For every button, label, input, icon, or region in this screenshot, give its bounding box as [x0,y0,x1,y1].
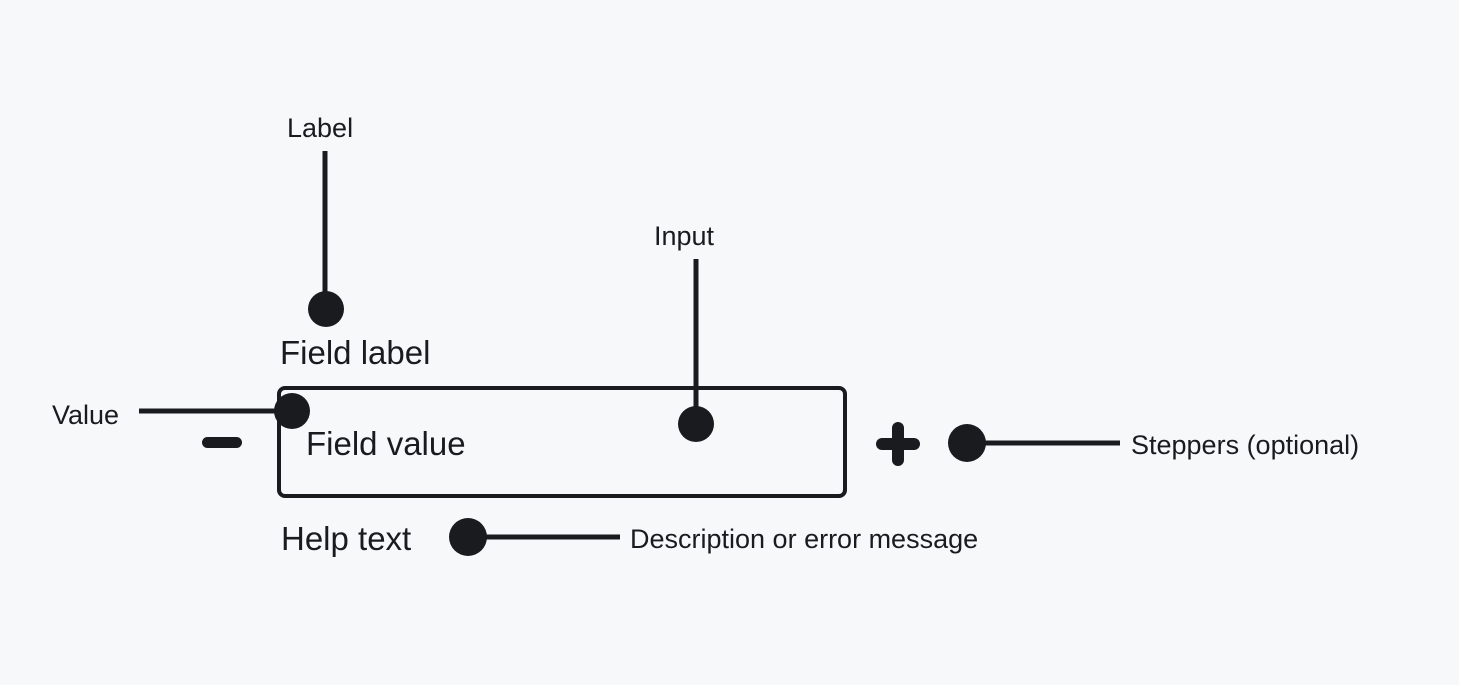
anchor-dot-steppers [948,424,986,462]
callout-label-input: Input [654,221,715,251]
callout-label-steppers: Steppers (optional) [1131,430,1359,460]
callout-label-label: Label [287,113,353,143]
callout-label-description: Description or error message [630,524,978,554]
field-value-text: Field value [306,425,466,462]
minus-icon[interactable] [202,437,242,448]
anchor-dot-value [274,393,310,429]
anchor-dot-input [678,406,714,442]
field-label-text: Field label [280,334,430,371]
plus-icon[interactable] [876,422,920,466]
anchor-dot-label [308,291,344,327]
help-text-label: Help text [281,520,411,557]
anchor-dot-help-text [449,518,487,556]
callout-label-value: Value [52,400,119,430]
input-field-box[interactable] [277,386,847,498]
